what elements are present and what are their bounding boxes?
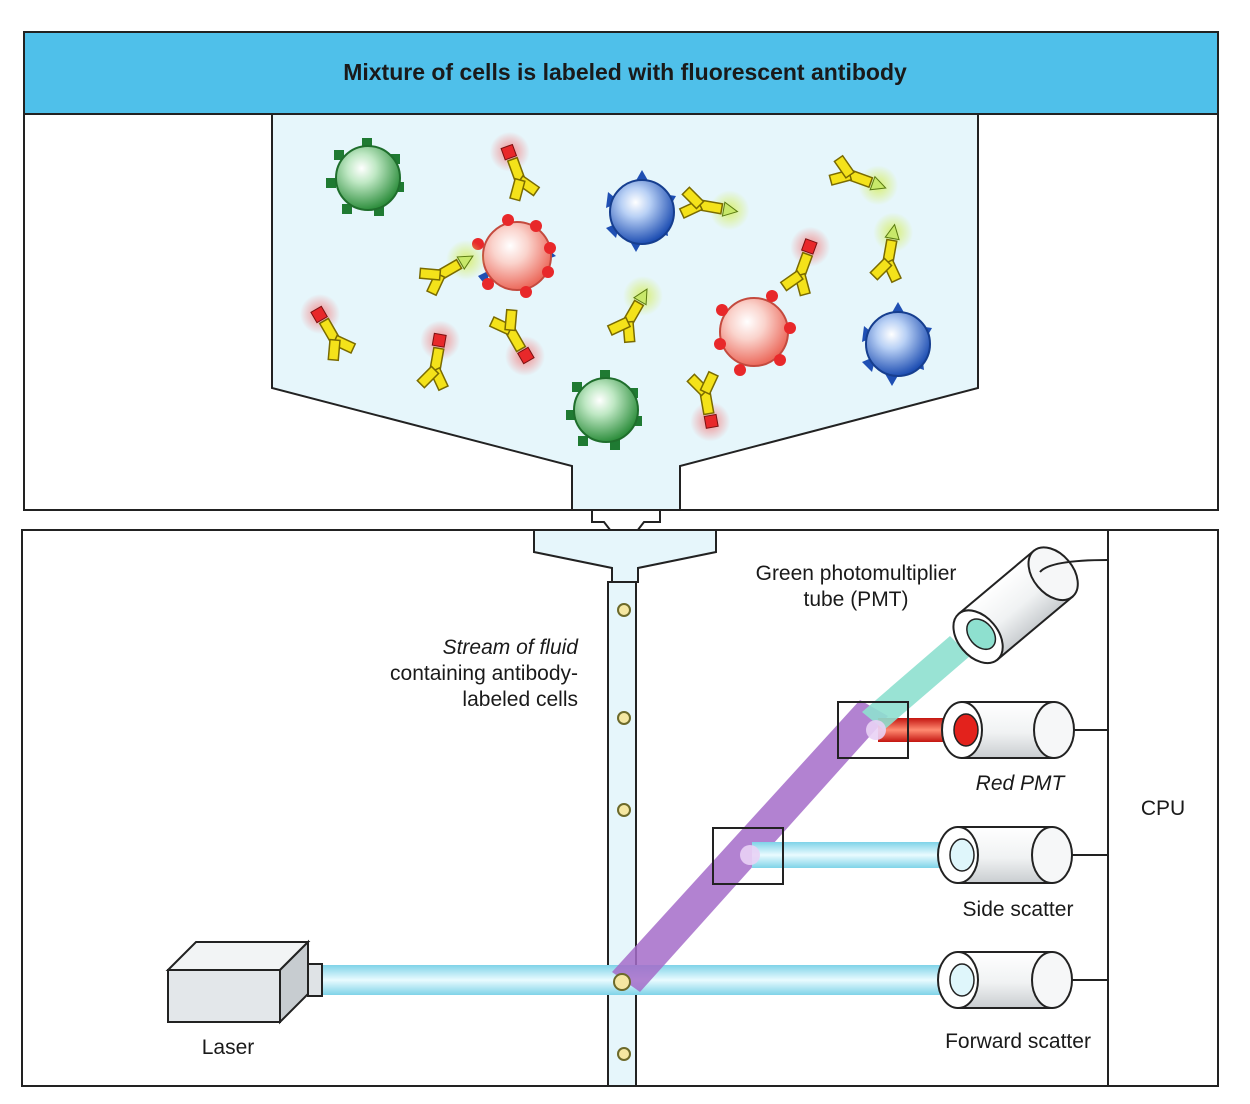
forward-scatter-label: Forward scatter (945, 1030, 1091, 1053)
blue-cell (862, 302, 932, 386)
header-bar (23, 31, 1219, 115)
beam-split-point (740, 845, 760, 865)
red-fluorochrome (500, 143, 518, 161)
antibody (416, 320, 461, 392)
antibody (828, 154, 899, 206)
stream-label-line: containing antibody- (390, 662, 578, 685)
green-fluorochrome (456, 255, 474, 271)
stream-label-line: labeled cells (462, 688, 578, 711)
antibody (686, 370, 731, 442)
red-cell (472, 214, 556, 298)
nozzle (533, 529, 717, 583)
blue-cell (606, 170, 676, 252)
cpu-label: CPU (1141, 797, 1185, 820)
stream-cell-intercept (613, 973, 631, 991)
red-fluorochrome (310, 305, 329, 324)
antibody (418, 240, 486, 297)
red-fluorochrome (703, 413, 719, 429)
header-title: Mixture of cells is labeled with fluores… (343, 59, 907, 85)
forward-scatter-detector (937, 951, 1073, 1009)
side-scatter-detector (937, 826, 1073, 884)
sample-chamber (271, 113, 979, 511)
red-fluorochrome (431, 332, 447, 348)
green-pmt-detector (952, 546, 1079, 665)
green-pmt-label: tube (PMT) (803, 588, 908, 611)
stream-label-line: Stream of fluid (443, 636, 580, 659)
antibody (489, 131, 541, 202)
laser-device (165, 939, 323, 1025)
cpu-wires (1039, 559, 1109, 981)
antibody (869, 212, 914, 284)
antibody (678, 186, 750, 231)
green-fluorochrome (721, 201, 739, 217)
green-fluorochrome (632, 288, 648, 306)
antibody (606, 276, 663, 344)
red-cell (714, 290, 796, 376)
red-fluorochrome (800, 238, 818, 255)
laser-label: Laser (202, 1036, 255, 1059)
dichroic-mirror-red (837, 701, 909, 759)
antibody (488, 308, 545, 376)
fluid-stream (607, 581, 637, 1087)
red-fluorochrome (516, 346, 535, 365)
green-fluorochrome (884, 223, 900, 241)
red-pmt-detector (941, 701, 1075, 759)
beam-split-point (866, 720, 886, 740)
dichroic-mirror-side (712, 827, 784, 885)
green-cell (566, 370, 642, 450)
green-fluorescence-beam (862, 636, 970, 730)
antibody (300, 294, 357, 362)
stream-label: Stream of fluid containing antibody- lab… (390, 636, 579, 711)
side-scatter-label: Side scatter (963, 898, 1074, 921)
green-fluorochrome (869, 175, 887, 191)
fluorescent-antibodies (300, 131, 914, 442)
stream-cells (617, 603, 631, 1061)
red-pmt-label: Red PMT (976, 772, 1067, 795)
antibody (779, 226, 831, 297)
green-pmt-label: Green photomultiplier (756, 562, 957, 585)
green-cell (326, 138, 404, 216)
